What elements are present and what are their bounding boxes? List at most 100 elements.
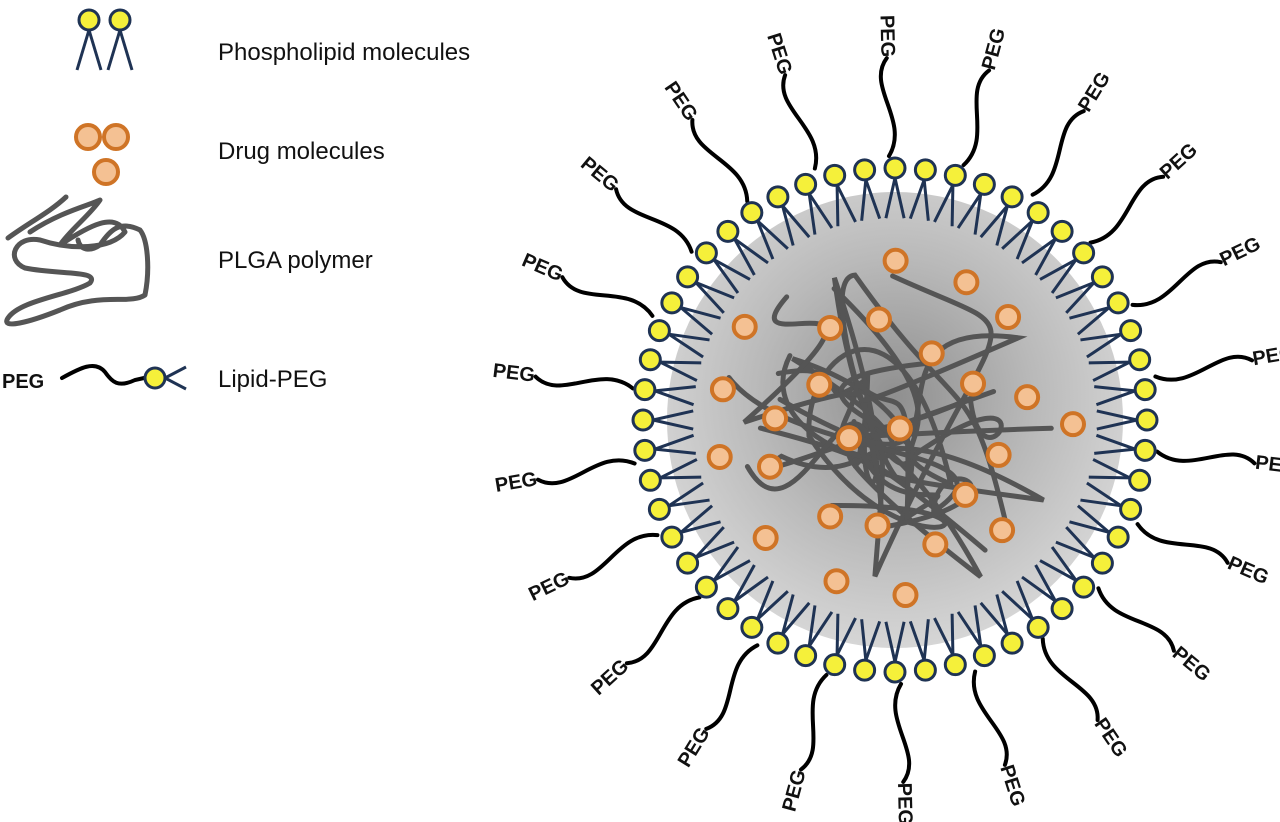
lipid-head	[972, 644, 996, 668]
phospholipid-molecule	[956, 172, 996, 235]
nanoparticle: PEGPEGPEGPEGPEGPEGPEGPEGPEGPEGPEGPEGPEGP…	[492, 15, 1280, 822]
lipid-head	[1072, 241, 1096, 265]
lipid-head	[1119, 319, 1143, 343]
phospholipid-molecule	[676, 265, 735, 314]
lipid-head	[1135, 408, 1159, 432]
phospholipid-molecule	[1055, 526, 1114, 575]
lipid-head	[1106, 525, 1130, 549]
lipid-head	[1119, 497, 1143, 521]
lipid-head	[823, 653, 847, 677]
drug-molecule	[865, 306, 892, 333]
phospholipid-molecule	[908, 619, 937, 682]
lipid-head	[794, 644, 818, 668]
drug-molecule	[762, 405, 789, 432]
phospholipid-molecule	[794, 172, 834, 235]
drug-molecule	[953, 269, 980, 296]
lipid-head	[1128, 468, 1152, 492]
phospholipid-molecule	[933, 613, 967, 677]
peg-label: PEG	[893, 783, 916, 822]
drug-molecule	[864, 512, 891, 539]
phospholipid-molecule	[694, 241, 751, 294]
peg-label: PEG	[1090, 714, 1132, 761]
phospholipid-molecule	[1069, 504, 1130, 549]
drug-molecule	[995, 304, 1022, 331]
legend-label-lipid-peg: Lipid-PEG	[218, 366, 327, 393]
peg-chain: PEG	[1096, 586, 1215, 686]
lipid-head	[1026, 201, 1050, 225]
peg-chain: PEG	[893, 681, 916, 822]
peg-label: PEG	[1251, 342, 1280, 371]
phospholipid-molecule	[740, 201, 789, 260]
phospholipid-molecule	[740, 580, 789, 639]
peg-chain: PEG	[1130, 233, 1264, 307]
peg-chain: PEG	[660, 78, 750, 204]
lipid-head	[794, 172, 818, 196]
drug-molecule	[922, 531, 949, 558]
lipid-head	[1133, 438, 1157, 462]
peg-label: PEG	[875, 15, 898, 58]
lipid-head	[647, 319, 671, 343]
phospholipid-molecule	[1094, 378, 1157, 407]
phospholipid-molecule	[1039, 241, 1096, 294]
peg-label: PEG	[995, 762, 1029, 809]
lipid-head	[1026, 615, 1050, 639]
lipid-head	[660, 525, 684, 549]
phospholipid-molecule	[631, 408, 694, 432]
phospholipid-molecule	[716, 564, 769, 621]
phospholipid-icon	[75, 8, 134, 71]
lipid-head	[633, 378, 657, 402]
lipid-head	[694, 241, 718, 265]
peg-label: PEG	[674, 724, 715, 772]
legend: Phospholipid molecules Drug molecules PL…	[2, 8, 470, 393]
peg-chain: PEG	[492, 360, 635, 391]
phospholipid-molecule	[633, 433, 696, 462]
plga-polymer-icon	[4, 194, 151, 327]
drug-molecule	[835, 425, 862, 452]
phospholipid-molecule	[1021, 219, 1074, 276]
phospholipid-molecule	[1055, 265, 1114, 314]
legend-label-drug: Drug molecules	[218, 138, 385, 165]
phospholipid-molecule	[823, 163, 857, 227]
peg-chain: PEG	[1155, 449, 1280, 479]
lipid-head	[1090, 551, 1114, 575]
lipid-head	[1128, 348, 1152, 372]
lipid-head	[766, 631, 790, 655]
phospholipid-molecule	[660, 504, 721, 549]
lipid-head	[943, 163, 967, 187]
legend-label-phospholipid: Phospholipid molecules	[218, 39, 470, 66]
lipid-head	[1050, 219, 1074, 243]
drug-molecule	[823, 568, 850, 595]
phospholipid-molecule	[823, 613, 857, 677]
phospholipid-molecule	[883, 621, 907, 684]
drug-molecule	[817, 314, 844, 341]
phospholipid-molecule	[1080, 481, 1143, 521]
phospholipid-molecule	[794, 605, 834, 668]
lipid-head	[913, 658, 937, 682]
drug-molecules	[706, 247, 1086, 609]
peg-chain: PEG	[961, 26, 1010, 168]
lipid-head	[972, 172, 996, 196]
drug-molecule	[817, 503, 844, 530]
lipid-head	[716, 219, 740, 243]
peg-chain: PEG	[1153, 342, 1280, 382]
peg-label: PEG	[660, 78, 702, 125]
phospholipid-molecule	[1001, 201, 1050, 260]
phospholipid-molecule	[647, 319, 710, 359]
phospholipid-molecule	[933, 163, 967, 227]
lipid-head	[1000, 185, 1024, 209]
drug-molecule	[806, 371, 833, 398]
drug-molecule	[92, 158, 120, 186]
peg-chain: PEG	[1030, 68, 1115, 197]
lipid-head	[1133, 378, 1157, 402]
phospholipid-molecule	[660, 291, 721, 336]
lipid-head	[631, 408, 655, 432]
peg-chain: PEG	[587, 595, 702, 700]
phospholipid-molecule	[766, 185, 811, 246]
phospholipid-molecule	[716, 219, 769, 276]
peg-label: PEG	[1224, 552, 1272, 589]
lipid-head	[676, 265, 700, 289]
lipid-head	[638, 348, 662, 372]
legend-peg-text: PEG	[2, 371, 44, 393]
lipid-head	[823, 163, 847, 187]
lipid-head	[883, 660, 907, 684]
